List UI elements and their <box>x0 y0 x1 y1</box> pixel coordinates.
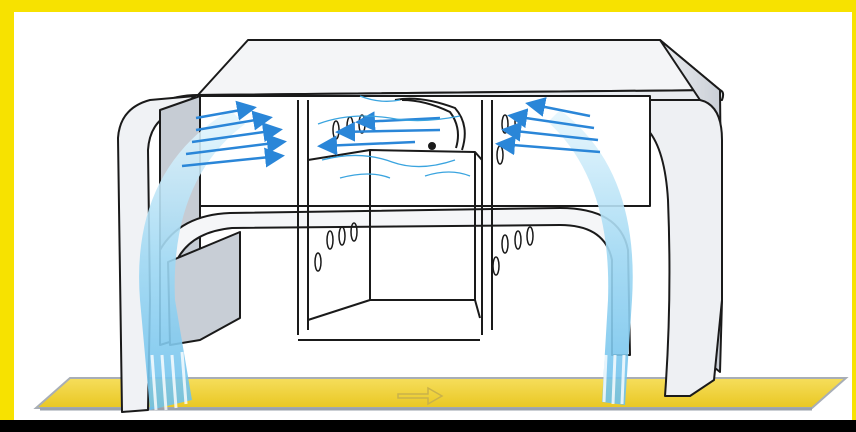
air-curtain-diagram <box>0 0 856 432</box>
diagram-canvas <box>0 0 856 432</box>
